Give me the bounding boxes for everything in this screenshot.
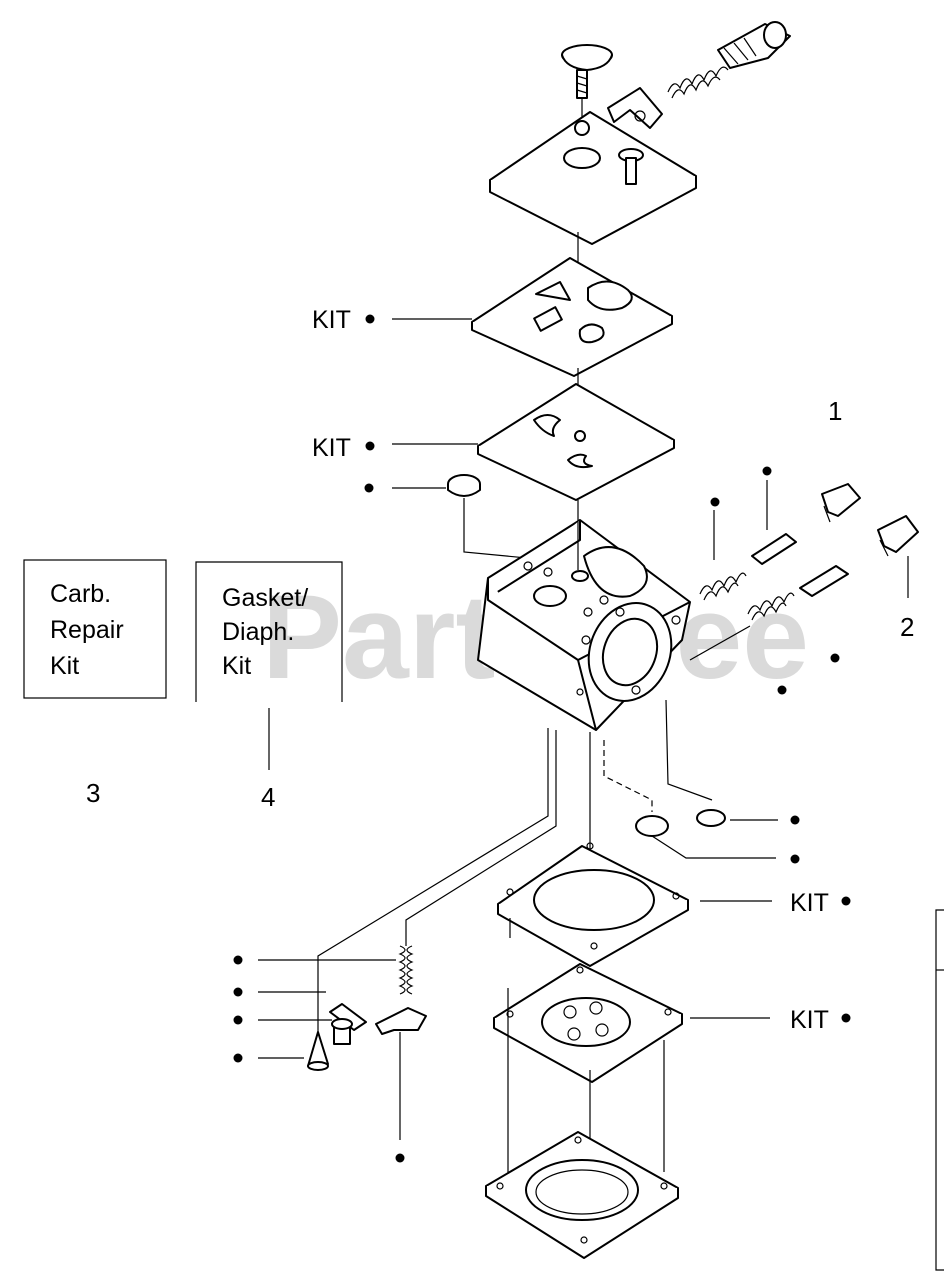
- callout-number-4: 4: [261, 782, 275, 812]
- callout-number-2: 2: [900, 612, 914, 642]
- gasket-kit-line-1: Gasket/: [222, 584, 308, 612]
- callout-dot: [830, 653, 840, 663]
- metering-gasket[interactable]: [477, 383, 675, 501]
- edge-box: [935, 909, 944, 1271]
- callout-dot: [841, 896, 851, 906]
- gasket-diaph-kit-box: Gasket/ Diaph. Kit: [195, 561, 343, 702]
- kit-label-2: KIT: [312, 434, 351, 462]
- callout-dot: [233, 955, 243, 965]
- callout-number-1: 1: [828, 396, 842, 426]
- top-screw[interactable]: [561, 44, 613, 99]
- callout-dot: [233, 1053, 243, 1063]
- idle-adjust-screw[interactable]: [717, 21, 791, 69]
- carb-repair-kit-box: Carb. Repair Kit: [23, 559, 167, 699]
- callout-dot: [841, 1013, 851, 1023]
- callout-dot: [790, 815, 800, 825]
- kit-label-4: KIT: [790, 1006, 829, 1034]
- gasket-kit-line-2: Diaph.: [222, 618, 294, 646]
- carb-repair-kit-line-2: Repair: [50, 616, 124, 644]
- inlet-screen[interactable]: [447, 474, 481, 497]
- metering-diaphragm[interactable]: [471, 257, 673, 377]
- lever-screw[interactable]: [331, 1018, 353, 1045]
- callout-dot: [364, 483, 374, 493]
- callout-dot: [790, 854, 800, 864]
- callout-dot: [233, 1015, 243, 1025]
- adjust-spring[interactable]: [667, 66, 729, 99]
- check-valve-disc[interactable]: [635, 815, 669, 837]
- limiter-cap-1[interactable]: [821, 483, 861, 523]
- pump-diaphragm[interactable]: [493, 963, 683, 1083]
- callout-dot: [365, 441, 375, 451]
- inlet-needle[interactable]: [307, 1031, 329, 1071]
- callout-dot: [710, 497, 720, 507]
- gasket-kit-line-3: Kit: [222, 652, 251, 680]
- kit-label-3: KIT: [790, 889, 829, 917]
- callout-number-3: 3: [86, 778, 100, 808]
- throttle-lever[interactable]: [607, 87, 663, 129]
- pump-cover[interactable]: [485, 1131, 679, 1259]
- filter-screen-disc[interactable]: [696, 809, 726, 827]
- callout-dot: [762, 466, 772, 476]
- metering-lever[interactable]: [375, 1007, 427, 1035]
- carb-repair-kit-line-3: Kit: [50, 652, 79, 680]
- high-speed-needle[interactable]: [699, 533, 797, 601]
- pump-gasket[interactable]: [497, 842, 689, 967]
- inlet-needle-spring[interactable]: [398, 945, 414, 995]
- callout-dot: [395, 1153, 405, 1163]
- limiter-cap-2[interactable]: [877, 515, 919, 557]
- carb-repair-kit-line-1: Carb.: [50, 580, 111, 608]
- callout-dot: [233, 987, 243, 997]
- metering-cover[interactable]: [489, 111, 697, 245]
- low-speed-needle[interactable]: [747, 565, 849, 621]
- kit-label-1: KIT: [312, 306, 351, 334]
- callout-dot: [365, 314, 375, 324]
- callout-dot: [777, 685, 787, 695]
- carburetor-body[interactable]: [477, 519, 691, 731]
